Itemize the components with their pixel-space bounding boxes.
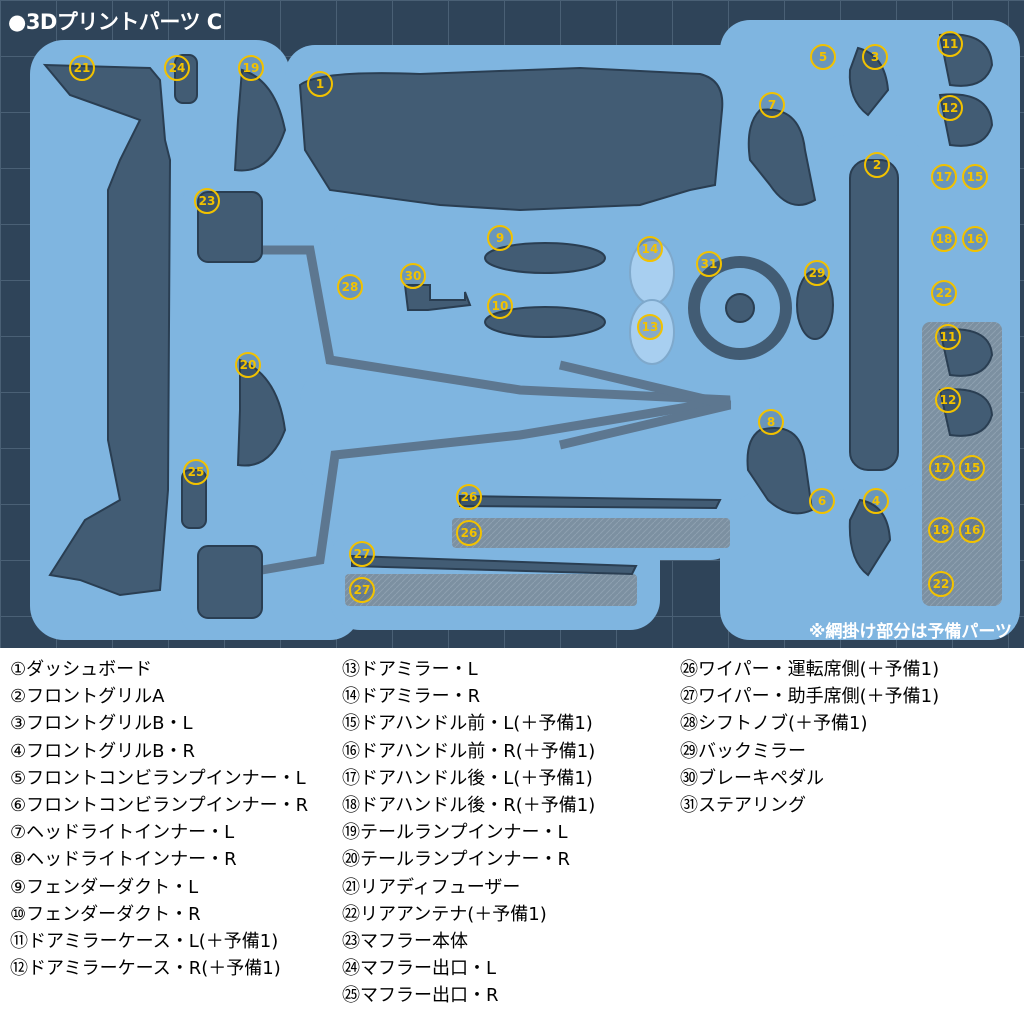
- print-bed-view: ●3Dプリントパーツ C ※網掛け部分は予備パーツ 21 24 19 1 5 3…: [0, 0, 1024, 648]
- marker-21: 21: [69, 55, 95, 81]
- legend-item: ㉙バックミラー: [680, 740, 806, 762]
- parts-legend: ①ダッシュボード ②フロントグリルA ③フロントグリルB・L ④フロントグリルB…: [0, 648, 1024, 1024]
- legend-item: ①ダッシュボード: [10, 659, 153, 680]
- marker-27: 27: [349, 541, 375, 567]
- marker-14: 14: [637, 236, 663, 262]
- marker-1: 1: [307, 71, 333, 97]
- legend-item: ⑱ドアハンドル後・R(＋予備1): [342, 795, 596, 817]
- marker-25: 25: [183, 459, 209, 485]
- legend-item: ⑩フェンダーダクト・R: [10, 903, 201, 925]
- marker-4: 4: [863, 488, 889, 514]
- headlight-inner-7: [747, 108, 817, 206]
- legend-item: ㉔マフラー出口・L: [342, 958, 497, 980]
- legend-item: ⑰ドアハンドル後・L(＋予備1): [342, 767, 593, 789]
- steering-hub: [725, 293, 755, 323]
- rear-diffuser: [42, 63, 172, 597]
- page-title: ●3Dプリントパーツ C: [8, 10, 222, 34]
- spare-area-wiper-26: [452, 518, 730, 548]
- marker-2: 2: [864, 152, 890, 178]
- headlight-inner-8: [746, 427, 814, 515]
- legend-item: ㉒リアアンテナ(＋予備1): [342, 903, 547, 925]
- marker-19: 19: [238, 55, 264, 81]
- legend-item: ⑮ドアハンドル前・L(＋予備1): [342, 713, 593, 735]
- marker-7: 7: [759, 92, 785, 118]
- legend-column-2: ⑬ドアミラー・L ⑭ドアミラー・R ⑮ドアハンドル前・L(＋予備1) ⑯ドアハン…: [342, 656, 595, 1010]
- legend-item: ㉑リアディフューザー: [342, 876, 521, 898]
- marker-28: 28: [337, 274, 363, 300]
- exhaust-pipe: [261, 245, 731, 575]
- marker-3: 3: [862, 44, 888, 70]
- marker-15-spare: 15: [959, 455, 985, 481]
- marker-5: 5: [810, 44, 836, 70]
- legend-item: ⑯ドアハンドル前・R(＋予備1): [342, 740, 596, 762]
- legend-item: ⑦ヘッドライトインナー・L: [10, 822, 235, 844]
- legend-column-1: ①ダッシュボード ②フロントグリルA ③フロントグリルB・L ④フロントグリルB…: [10, 656, 308, 982]
- marker-8: 8: [758, 409, 784, 435]
- legend-item: ⑭ドアミラー・R: [342, 686, 481, 708]
- legend-column-3: ㉖ワイパー・運転席側(＋予備1) ㉗ワイパー・助手席側(＋予備1) ㉘シフトノブ…: [680, 656, 939, 819]
- legend-item: ⑫ドアミラーケース・R(＋予備1): [10, 958, 281, 980]
- marker-27-spare: 27: [349, 577, 375, 603]
- brake-pedal: [403, 284, 472, 311]
- marker-26-spare: 26: [456, 520, 482, 546]
- steering-wheel: [688, 256, 792, 360]
- legend-item: ⑲テールランプインナー・L: [342, 822, 568, 844]
- marker-17: 17: [931, 164, 957, 190]
- marker-30: 30: [400, 263, 426, 289]
- marker-12: 12: [937, 95, 963, 121]
- exhaust-pipe-arm: [558, 360, 732, 450]
- print-bed-svg: [0, 0, 1024, 648]
- marker-31: 31: [696, 251, 722, 277]
- marker-23: 23: [194, 188, 220, 214]
- legend-item: ⑥フロントコンビランプインナー・R: [10, 795, 309, 817]
- marker-17-spare: 17: [929, 455, 955, 481]
- marker-11-spare: 11: [935, 324, 961, 350]
- spare-area-wiper-27: [345, 574, 637, 606]
- legend-item: ②フロントグリルA: [10, 686, 165, 708]
- legend-item: ⑧ヘッドライトインナー・R: [10, 849, 237, 871]
- marker-15: 15: [962, 164, 988, 190]
- marker-12-spare: 12: [935, 387, 961, 413]
- legend-item: ㉚ブレーキペダル: [680, 767, 824, 789]
- tail-lamp-inner-20: [236, 358, 287, 467]
- marker-26: 26: [456, 484, 482, 510]
- marker-10: 10: [487, 293, 513, 319]
- marker-22: 22: [931, 280, 957, 306]
- marker-29: 29: [804, 260, 830, 286]
- legend-item: ㉗ワイパー・助手席側(＋予備1): [680, 686, 940, 708]
- fender-duct-9: [484, 242, 606, 274]
- legend-item: ㉖ワイパー・運転席側(＋予備1): [680, 659, 940, 680]
- marker-16-spare: 16: [959, 517, 985, 543]
- spare-parts-note: ※網掛け部分は予備パーツ: [808, 622, 1012, 642]
- marker-20: 20: [235, 352, 261, 378]
- legend-item: ⑪ドアミラーケース・L(＋予備1): [10, 931, 279, 953]
- legend-item: ㉕マフラー出口・R: [342, 985, 499, 1007]
- marker-13: 13: [637, 314, 663, 340]
- dashboard: [298, 66, 724, 212]
- marker-24: 24: [164, 55, 190, 81]
- legend-item: ㉓マフラー本体: [342, 931, 468, 953]
- muffler-bottom: [197, 545, 263, 619]
- marker-18: 18: [931, 226, 957, 252]
- marker-16: 16: [962, 226, 988, 252]
- legend-item: ㉘シフトノブ(＋予備1): [680, 713, 868, 735]
- legend-item: ⑬ドアミラー・L: [342, 659, 478, 680]
- legend-item: ⑳テールランプインナー・R: [342, 849, 570, 871]
- legend-item: ㉛ステアリング: [680, 795, 806, 817]
- tail-lamp-inner-19: [233, 68, 287, 172]
- legend-item: ⑨フェンダーダクト・L: [10, 876, 199, 898]
- legend-item: ⑤フロントコンビランプインナー・L: [10, 767, 306, 789]
- marker-22-spare: 22: [928, 571, 954, 597]
- legend-item: ③フロントグリルB・L: [10, 713, 193, 735]
- marker-11: 11: [937, 31, 963, 57]
- marker-18-spare: 18: [928, 517, 954, 543]
- legend-item: ④フロントグリルB・R: [10, 740, 195, 762]
- parts: [42, 33, 994, 619]
- marker-6: 6: [809, 488, 835, 514]
- fender-duct-10: [484, 306, 606, 338]
- front-grille-a: [849, 159, 899, 471]
- marker-9: 9: [487, 225, 513, 251]
